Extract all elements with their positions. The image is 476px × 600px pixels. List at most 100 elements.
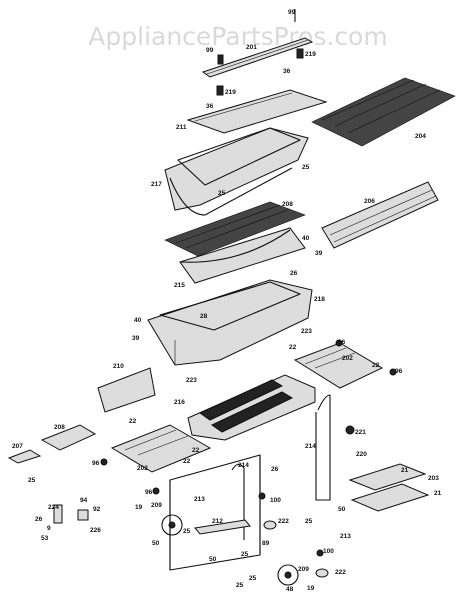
- callout-220: 220: [356, 451, 367, 458]
- part-224-bracket: [53, 504, 63, 524]
- callout-212: 212: [212, 518, 223, 525]
- callout-226: 226: [90, 527, 101, 534]
- callout-9: 9: [47, 525, 51, 532]
- callout-222: 222: [335, 569, 346, 576]
- part-221-knob: [345, 425, 355, 435]
- part-100-nut-lower: [316, 549, 324, 557]
- callout-211: 211: [176, 124, 187, 131]
- part-202-left-shelf: [110, 424, 212, 473]
- callout-224: 224: [48, 504, 59, 511]
- part-219-spacer-top: [296, 48, 304, 59]
- callout-19: 19: [135, 504, 143, 511]
- callout-22: 22: [289, 344, 297, 351]
- part-217-lid: [164, 127, 309, 216]
- callout-223: 223: [301, 328, 312, 335]
- part-218-firebox: [147, 279, 313, 366]
- callout-208: 208: [54, 424, 65, 431]
- callout-21: 21: [434, 490, 442, 497]
- site-watermark: AppliancePartsPros.com: [88, 22, 387, 51]
- callout-219: 219: [225, 89, 236, 96]
- callout-25: 25: [241, 551, 249, 558]
- part-207-plate: [7, 449, 42, 464]
- callout-223: 223: [186, 377, 197, 384]
- callout-94: 94: [80, 497, 88, 504]
- callout-39: 39: [315, 250, 323, 257]
- callout-50: 50: [209, 556, 217, 563]
- callout-215: 215: [174, 282, 185, 289]
- part-202-right-shelf: [293, 342, 384, 389]
- callout-40: 40: [134, 317, 142, 324]
- callout-26: 26: [271, 466, 279, 473]
- callout-201: 201: [246, 44, 257, 51]
- part-209-wheel-right: [277, 564, 299, 586]
- callout-218: 218: [314, 296, 325, 303]
- callout-25: 25: [236, 582, 244, 589]
- part-96-fastener-left: [152, 487, 160, 495]
- callout-96: 96: [145, 489, 153, 496]
- callout-22: 22: [183, 458, 191, 465]
- callout-221: 221: [355, 429, 366, 436]
- callout-96: 96: [338, 339, 346, 346]
- part-205-ash-tray: [40, 424, 97, 451]
- callout-25: 25: [183, 528, 191, 535]
- callout-202: 202: [342, 355, 353, 362]
- callout-203: 203: [428, 475, 439, 482]
- callout-99: 99: [288, 9, 296, 16]
- callout-22: 22: [129, 418, 137, 425]
- callout-50: 50: [338, 506, 346, 513]
- callout-96: 96: [92, 460, 100, 467]
- part-210-back-panel: [97, 367, 156, 413]
- callout-25: 25: [28, 477, 36, 484]
- part-203-bottom-slats: [348, 463, 430, 512]
- callout-216: 216: [174, 399, 185, 406]
- callout-25: 25: [305, 518, 313, 525]
- callout-53: 53: [41, 535, 49, 542]
- callout-100: 100: [270, 497, 281, 504]
- callout-214: 214: [238, 462, 249, 469]
- callout-22: 22: [192, 447, 200, 454]
- callout-213: 213: [194, 496, 205, 503]
- part-201-handle: [201, 37, 314, 78]
- part-204-warming-rack: [311, 77, 456, 147]
- part-212-bar: [194, 519, 251, 535]
- callout-210: 210: [113, 363, 124, 370]
- callout-214: 214: [305, 443, 316, 450]
- part-206-rack: [321, 181, 439, 249]
- callout-222: 222: [278, 518, 289, 525]
- part-213-cart-frame: [169, 454, 261, 571]
- callout-92: 92: [93, 506, 101, 513]
- callout-48: 48: [286, 586, 294, 593]
- callout-26: 26: [290, 270, 298, 277]
- callout-209: 209: [151, 502, 162, 509]
- callout-21: 21: [401, 467, 409, 474]
- part-216-burner-tray: [187, 374, 316, 441]
- callout-208: 208: [282, 201, 293, 208]
- callout-219: 219: [305, 51, 316, 58]
- callout-25: 25: [218, 190, 226, 197]
- callout-28: 28: [200, 313, 208, 320]
- callout-213: 213: [340, 533, 351, 540]
- callout-204: 204: [415, 133, 426, 140]
- part-96-fastener-right: [389, 368, 397, 376]
- callout-202: 202: [137, 465, 148, 472]
- callout-26: 26: [35, 516, 43, 523]
- part-219-spacer: [216, 85, 224, 96]
- callout-19: 19: [307, 585, 315, 592]
- callout-36: 36: [206, 103, 214, 110]
- callout-25: 25: [302, 164, 310, 171]
- part-99-bracket: [217, 54, 224, 65]
- callout-217: 217: [151, 181, 162, 188]
- callout-100: 100: [323, 548, 334, 555]
- callout-50: 50: [152, 540, 160, 547]
- part-209-wheel-left: [161, 514, 183, 536]
- callout-22: 22: [372, 362, 380, 369]
- callout-25: 25: [249, 575, 257, 582]
- callout-209: 209: [298, 566, 309, 573]
- part-214-leg-right: [315, 394, 331, 501]
- part-211-lid-panel: [186, 89, 328, 134]
- callout-40: 40: [302, 235, 310, 242]
- part-226-bracket: [77, 509, 89, 521]
- callout-89: 89: [262, 540, 270, 547]
- callout-206: 206: [364, 198, 375, 205]
